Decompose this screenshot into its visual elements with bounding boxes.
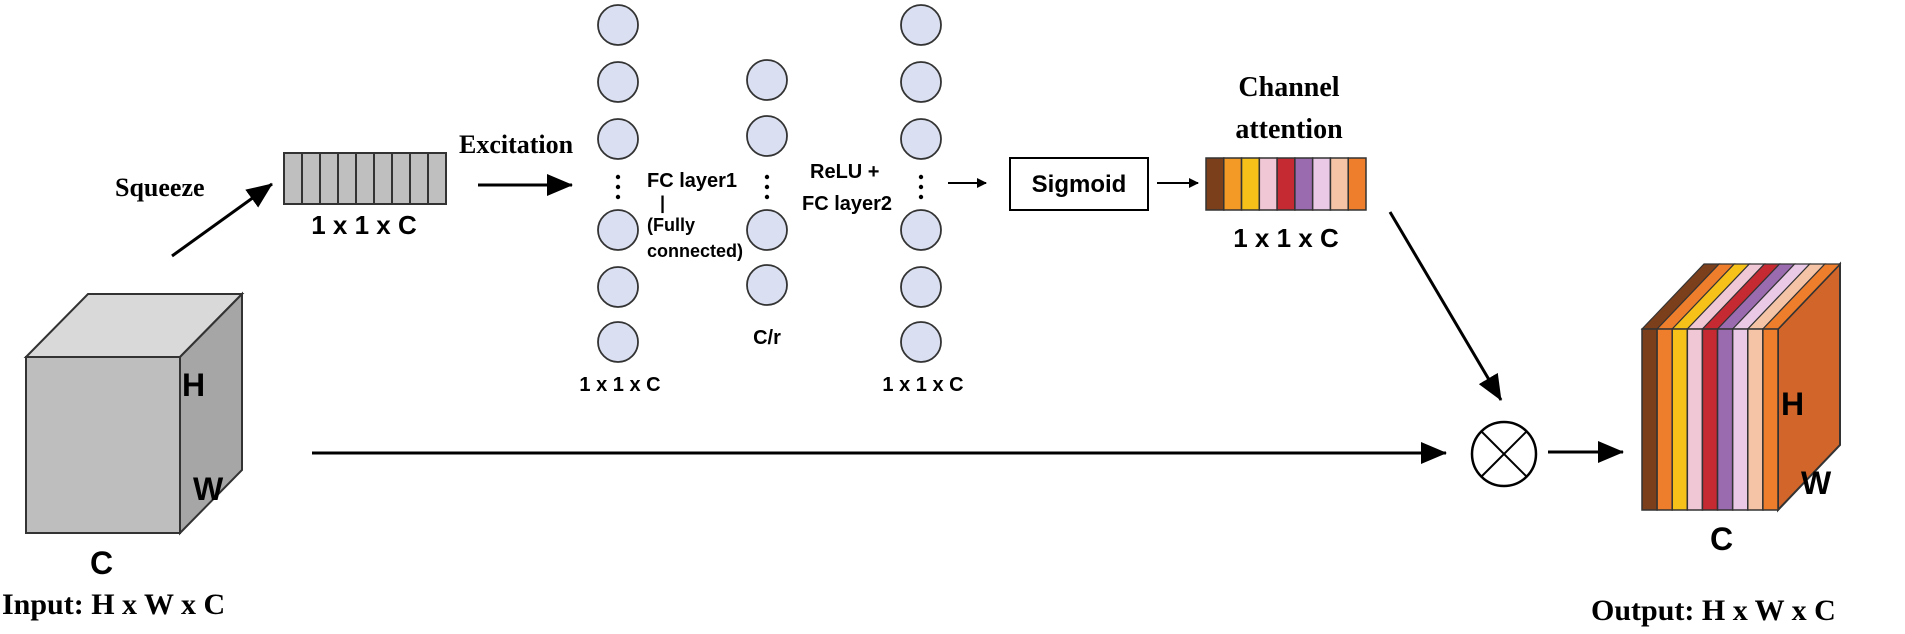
squeeze-arrow — [171, 182, 273, 258]
attention-stripe — [1311, 157, 1332, 211]
squeeze-cell — [373, 152, 393, 205]
sigmoid-box — [1009, 157, 1149, 211]
excitation-label: Excitation — [459, 130, 574, 159]
squeeze-vector — [283, 152, 447, 205]
fc-output-layer — [900, 4, 942, 363]
squeeze-cell — [427, 152, 447, 205]
circled-times-icon — [1470, 420, 1538, 488]
attention-stripe — [1205, 157, 1225, 211]
output-c-label: C — [1710, 521, 1733, 557]
neuron-node — [597, 61, 639, 103]
ellipsis-dot — [918, 174, 924, 180]
squeeze-dim-label: 1 x 1 x C — [311, 210, 417, 240]
output-front-stripe — [1716, 328, 1734, 511]
attention-stripe — [1223, 157, 1243, 211]
squeeze-cell — [283, 152, 303, 205]
output-front-stripe — [1686, 328, 1704, 511]
output-front-stripe — [1671, 328, 1689, 511]
ellipsis-dot — [764, 184, 770, 190]
fc1-title: FC layer1 — [647, 170, 737, 192]
output-front-stripe — [1747, 328, 1764, 511]
squeeze-cell — [301, 152, 321, 205]
ellipsis-dot — [918, 194, 924, 200]
relu-label-line2: FC layer2 — [802, 193, 892, 215]
fc1-sub1: (Fully — [647, 215, 695, 235]
channel-attention-title-line1: Channel — [1238, 72, 1339, 103]
output-front-stripe — [1641, 328, 1658, 511]
input-cube-front — [25, 356, 181, 534]
channel-attention-title-line2: attention — [1235, 114, 1343, 145]
ellipsis-dot — [615, 194, 621, 200]
output-caption: Output: H x W x C — [1591, 594, 1836, 627]
output-cube-front — [1641, 328, 1779, 511]
layer-mid-dim-label: C/r — [753, 327, 781, 349]
neuron-node — [597, 321, 639, 363]
output-front-stripe — [1762, 328, 1779, 511]
output-front-stripe — [1701, 328, 1719, 511]
attention-stripe — [1258, 157, 1278, 211]
attention-to-multiply-arrow — [1388, 211, 1503, 401]
output-w-label: W — [1801, 465, 1832, 501]
squeeze-label: Squeeze — [115, 173, 205, 202]
ellipsis-dot — [615, 174, 621, 180]
neuron-node — [597, 209, 639, 251]
squeeze-cell — [337, 152, 357, 205]
output-cube-top — [1640, 263, 1842, 330]
squeeze-cell — [391, 152, 411, 205]
neuron-node — [900, 209, 942, 251]
sigmoid-label: Sigmoid — [1032, 171, 1127, 198]
neuron-node — [746, 209, 788, 251]
attention-stripe — [1276, 157, 1296, 211]
fc1-bar: | — [660, 193, 665, 213]
neuron-node — [746, 264, 788, 306]
output-cube: H W C — [1640, 261, 1842, 557]
neuron-node — [597, 118, 639, 160]
input-caption: Input: H x W x C — [2, 588, 225, 621]
layer-in-dim-label: 1 x 1 x C — [579, 374, 660, 396]
channel-attention-vector — [1205, 157, 1367, 211]
neuron-node — [597, 266, 639, 308]
neuron-node — [900, 118, 942, 160]
squeeze-cell — [409, 152, 429, 205]
attention-stripe — [1329, 157, 1349, 211]
output-front-stripe — [1656, 328, 1673, 511]
neuron-node — [597, 4, 639, 46]
layer-out-dim-label: 1 x 1 x C — [882, 374, 963, 396]
output-front-stripe — [1731, 328, 1749, 511]
output-h-label: H — [1781, 386, 1804, 422]
squeeze-cell — [319, 152, 339, 205]
ellipsis-dot — [764, 194, 770, 200]
neuron-node — [746, 115, 788, 157]
attention-stripe — [1347, 157, 1367, 211]
ellipsis-dot — [615, 184, 621, 190]
neuron-node — [900, 61, 942, 103]
neuron-node — [900, 321, 942, 363]
input-w-label: W — [193, 471, 224, 507]
attention-dim-label: 1 x 1 x C — [1233, 223, 1339, 253]
squeeze-cell — [355, 152, 375, 205]
ellipsis-dot — [764, 174, 770, 180]
ellipsis-dot — [918, 184, 924, 190]
fc1-sub2: connected) — [647, 241, 743, 261]
fc-hidden-layer — [746, 59, 788, 306]
attention-stripe — [1294, 157, 1314, 211]
fc-input-layer — [597, 4, 639, 363]
neuron-node — [746, 59, 788, 101]
attention-stripe — [1240, 157, 1261, 211]
relu-label-line1: ReLU + — [810, 161, 879, 183]
input-cube: H W C — [23, 291, 245, 581]
neuron-node — [900, 4, 942, 46]
input-h-label: H — [182, 367, 205, 403]
neuron-node — [900, 266, 942, 308]
input-c-label: C — [90, 545, 113, 581]
